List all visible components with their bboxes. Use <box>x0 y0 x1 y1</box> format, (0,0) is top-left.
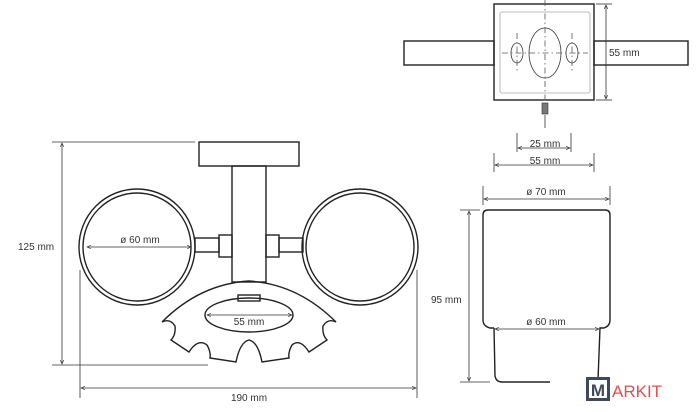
plate-height-label: 55 mm <box>609 48 640 59</box>
left-bar <box>403 40 495 66</box>
cup <box>482 209 611 383</box>
right-connector <box>265 234 280 258</box>
left-arm <box>194 237 220 253</box>
markit-logo: M ARKIT <box>586 377 662 401</box>
right-ring-inner <box>305 192 415 302</box>
left-connector <box>218 234 233 258</box>
right-ring-outer <box>301 188 419 306</box>
soap-dish-opening <box>204 297 294 333</box>
screw-icon <box>541 102 549 115</box>
mount-plate <box>493 3 595 101</box>
cup-top-diameter-label: ø 70 mm <box>526 187 565 198</box>
cup-bottom-diameter-label: ø 60 mm <box>526 317 565 328</box>
front-view: 125 mm 190 mm ø 60 mm 55 mm <box>18 141 419 404</box>
soap-dish <box>161 280 337 363</box>
svg-text:M: M <box>591 381 605 400</box>
svg-text:ARKIT: ARKIT <box>612 382 662 401</box>
width-label: 190 mm <box>231 393 267 404</box>
hole-spacing-label: 25 mm <box>530 139 561 150</box>
ring-diameter-label: ø 60 mm <box>120 235 159 246</box>
stem <box>231 165 267 283</box>
height-label: 125 mm <box>18 242 54 253</box>
wall-plate <box>198 141 300 167</box>
right-arm <box>278 237 304 253</box>
cup-height-label: 95 mm <box>431 295 462 306</box>
soap-dish-label: 55 mm <box>234 317 265 328</box>
plate-width-label: 55 mm <box>530 156 561 167</box>
top-view: 55 mm 25 mm 55 mm <box>403 0 689 172</box>
cup-view: ø 70 mm 95 mm ø 60 mm <box>431 186 611 383</box>
